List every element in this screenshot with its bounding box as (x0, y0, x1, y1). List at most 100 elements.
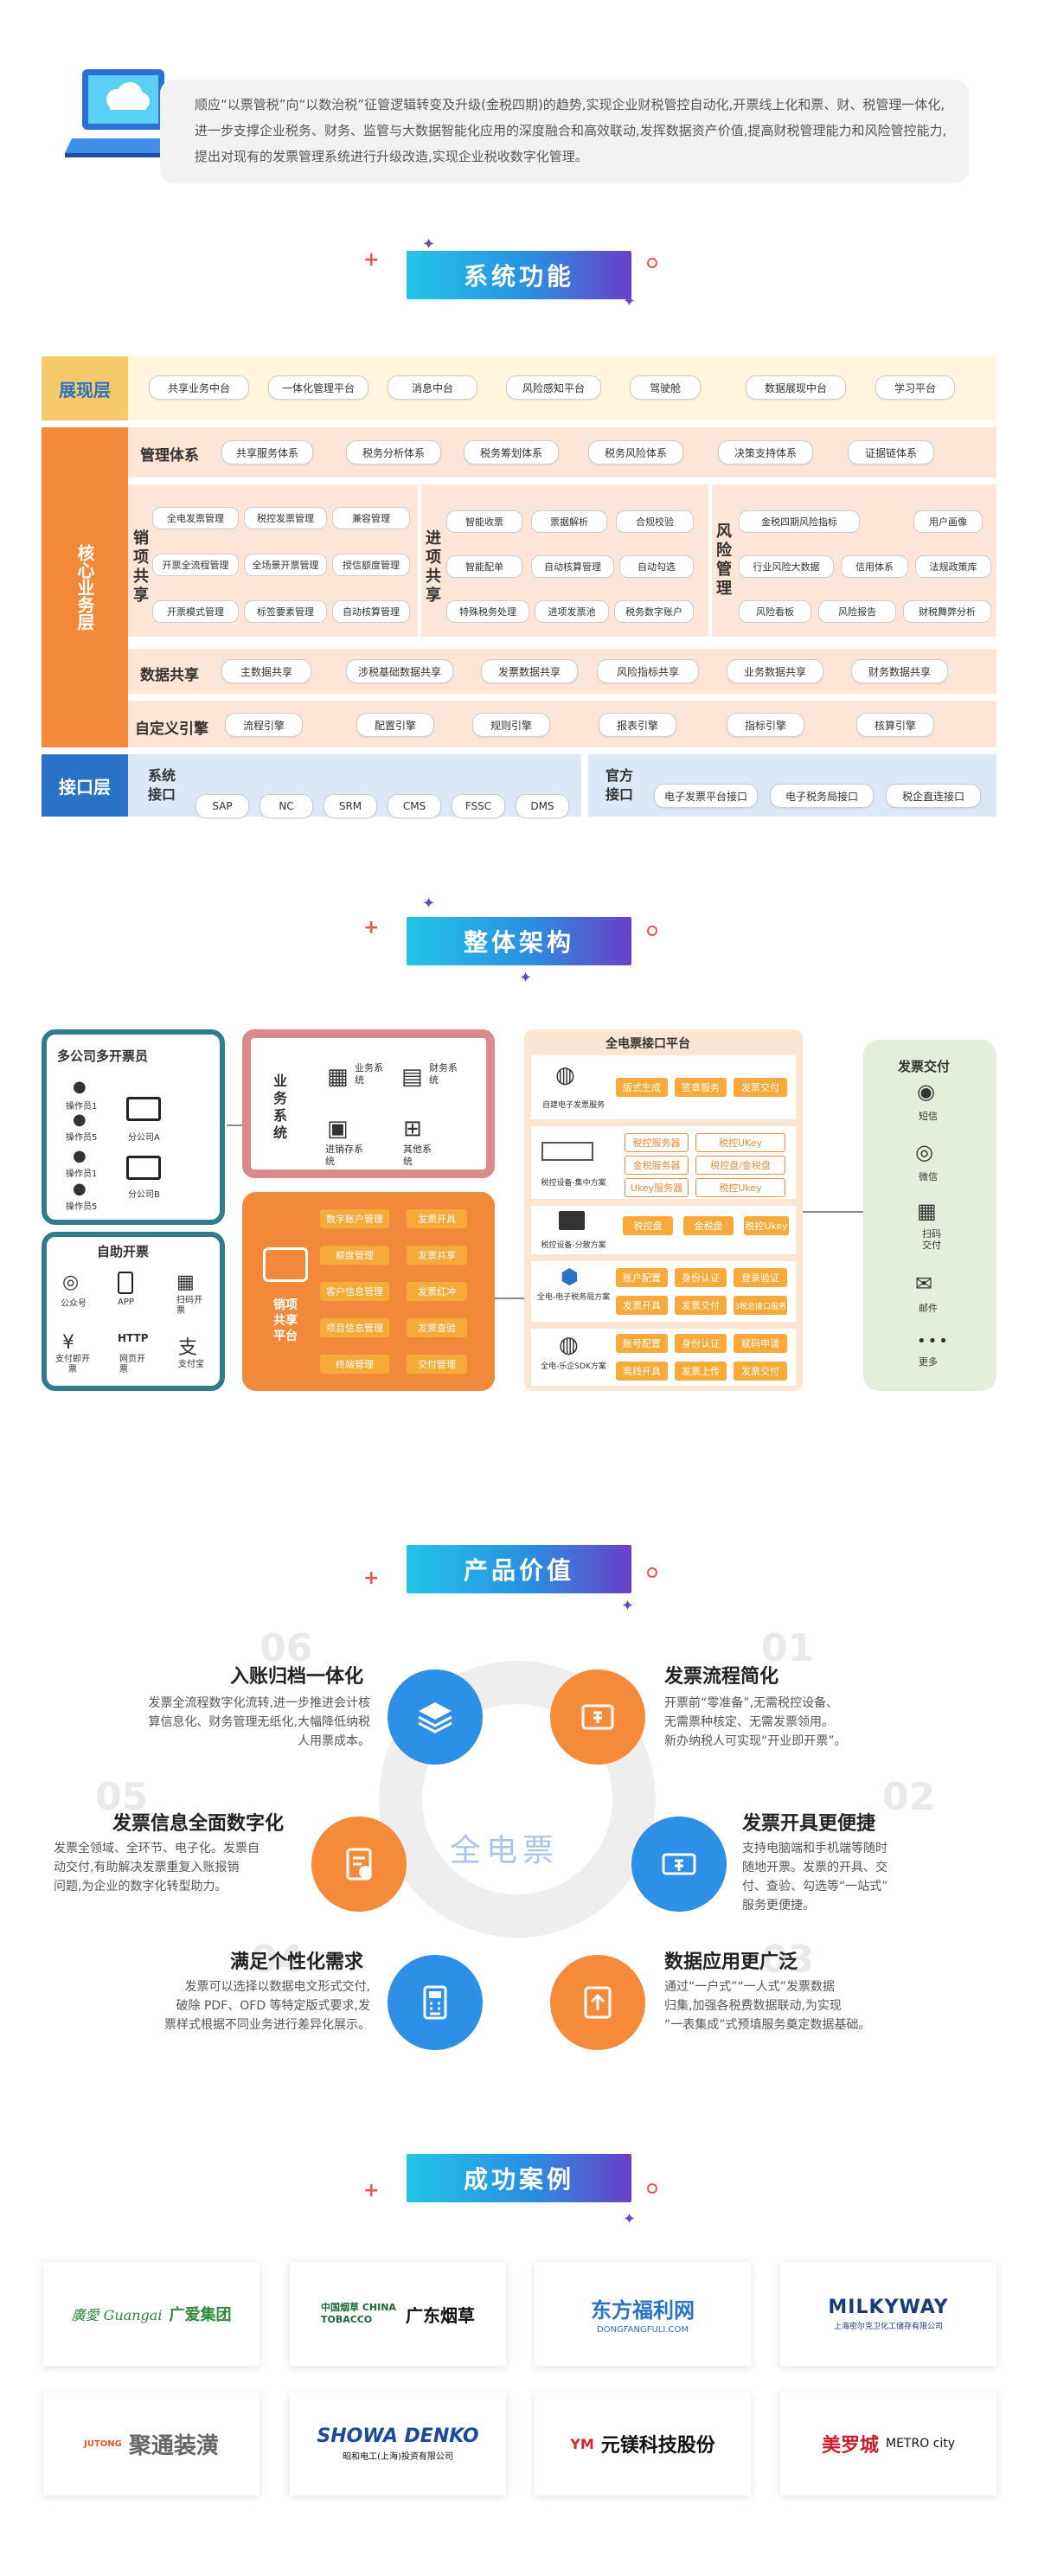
business-item: 进销存系统 (325, 1144, 363, 1167)
calculator-icon (388, 1955, 483, 2050)
value-title: 入账归档一体化 (230, 1666, 364, 1688)
engine-label: 自定义引擎 (135, 721, 208, 738)
ring-decoration (647, 258, 657, 268)
item-risk: 风险看板 (739, 600, 811, 623)
share-tag: 发票开具 (407, 1209, 467, 1228)
item-system-interface: DMS (516, 794, 569, 818)
interface-tag: 签章服务 (675, 1078, 727, 1097)
item-sales: 标签要素管理 (244, 600, 327, 623)
value-center-text: 全电票 (450, 1833, 560, 1868)
server-icon (541, 1142, 593, 1161)
item-shared-business-center: 共享业务中台 (149, 375, 249, 400)
tax-device-icon (559, 1211, 585, 1230)
ring-decoration (647, 2183, 657, 2194)
windows-icon: ⊞ (403, 1116, 422, 1142)
item-sales: 开票模式管理 (152, 600, 239, 623)
presentation-layer-label: 展现层 (59, 379, 111, 400)
share-tag: 客户信息管理 (320, 1282, 389, 1301)
business-item: 业务系统 (355, 1062, 383, 1086)
item-data-share: 财务数据共享 (851, 659, 948, 683)
qr-code-icon: ▦ (176, 1272, 195, 1293)
tax-bureau-icon: ⬢ (561, 1265, 579, 1289)
core-layer-label: 核心业务层 (74, 544, 95, 631)
item-system-interface: SRM (324, 794, 377, 818)
data-share-label: 数据共享 (140, 667, 199, 684)
item-data-share: 发票数据共享 (481, 659, 578, 683)
sales-label: 销项共享 (133, 529, 149, 605)
email-icon: ✉ (915, 1272, 933, 1296)
ring-decoration (647, 1567, 657, 1578)
case-logo-guangai: 廣愛 Guangai 广爱集团 (43, 2262, 260, 2366)
item-risk: 金税四期风险指标 (739, 510, 860, 533)
item-management: 证据链体系 (848, 440, 934, 465)
share-tag: 交付管理 (407, 1355, 467, 1374)
sparkle-icon: ✦ (621, 1597, 635, 1615)
value-desc: 支持电脑端和手机端等随时随地开票。发票的开具、交付、查验、勾选等“一站式”服务更… (742, 1842, 888, 1913)
interface-row-label: 全电-电子税务局方案 (536, 1293, 611, 1302)
sparkle-icon: ✦ (519, 969, 533, 987)
interface-tag: 发票交付 (675, 1296, 727, 1315)
user-icon: ● (73, 1180, 86, 1198)
share-platform-title: 销项共享平台 (273, 1298, 298, 1343)
item-sales: 开票全流程管理 (152, 554, 239, 576)
item-official-interface: 税企直连接口 (886, 784, 981, 808)
item-purchase: 智能收票 (446, 510, 522, 533)
sparkle-icon: ✦ (422, 235, 436, 253)
web-http-icon: HTTP (118, 1332, 149, 1344)
item-purchase: 特殊税务处理 (446, 600, 529, 623)
globe-icon: ◍ (555, 1062, 575, 1088)
interface-layer-label: 接口层 (59, 776, 111, 798)
value-number: 01 (761, 1626, 815, 1670)
interface-tag: 发票交付 (734, 1362, 787, 1381)
item-risk: 行业风险大数据 (739, 555, 834, 578)
plus-decoration: + (363, 1567, 380, 1589)
plus-decoration: + (363, 917, 380, 939)
item-system-interface: CMS (388, 794, 441, 818)
self-service-item: APP (118, 1298, 134, 1307)
item-cockpit: 驾驶舱 (630, 375, 701, 400)
user-icon: ● (73, 1111, 86, 1129)
delivery-item: 微信 (919, 1171, 938, 1182)
value-number: 04 (251, 1938, 304, 1982)
purchase-label: 进项共享 (426, 529, 441, 605)
item-risk: 财税舞弊分析 (903, 600, 991, 623)
interface-tag: 税控Ukey (695, 1178, 785, 1197)
interface-tag: 发票上传 (675, 1362, 727, 1381)
delivery-panel (863, 1040, 996, 1391)
interface-tag: 赋码申请 (734, 1334, 787, 1353)
item-learning-platform: 学习平台 (875, 375, 955, 400)
ticket-icon (550, 1669, 645, 1765)
sparkle-icon: ✦ (422, 894, 436, 913)
sparkle-icon: ✦ (623, 2210, 637, 2228)
item-data-display-center: 数据展现中台 (746, 375, 846, 400)
value-title: 发票信息全面数字化 (112, 1813, 285, 1835)
value-desc: 发票全流程数字化流转,进一步推进会计核算信息化、财务管理无纸化,大幅降低纳税人用… (148, 1696, 370, 1748)
value-desc: 开票前“零准备”,无需税控设备、无需票种核定、无需发票领用。新办纳税人可实现“开… (664, 1696, 847, 1748)
laptop-cloud-illustration (65, 56, 195, 186)
connector-arrow (803, 1211, 863, 1213)
branch-label: 分公司A (128, 1133, 160, 1143)
interface-tag: 金税服务器 (625, 1156, 689, 1175)
multi-company-title: 多公司多开票员 (57, 1048, 149, 1064)
business-system-icon: ▦ (327, 1064, 349, 1090)
item-management: 税务分析体系 (346, 440, 441, 465)
connector-arrow (227, 1125, 242, 1126)
interface-tag: 版式生成 (616, 1078, 668, 1097)
self-service-item: 支付宝 (178, 1360, 204, 1369)
interface-tag: 身份认证 (675, 1334, 727, 1353)
layers-icon (388, 1669, 483, 1765)
interface-tag: 账号配置 (616, 1334, 668, 1353)
invoice-document-icon (311, 1817, 407, 1912)
user-icon: ● (73, 1078, 86, 1096)
case-logo-metrocity: 美罗城 METRO city (780, 2392, 996, 2496)
management-label: 管理体系 (140, 447, 199, 465)
operator-label: 操作员5 (66, 1202, 98, 1212)
item-official-interface: 电子税务局接口 (770, 784, 874, 808)
item-risk: 用户画像 (913, 510, 983, 533)
share-tag: 发票红冲 (407, 1282, 467, 1301)
self-service-item: 网页开票 (119, 1355, 145, 1375)
delivery-item: 更多 (919, 1356, 938, 1368)
item-data-share: 主数据共享 (221, 659, 311, 683)
upload-document-icon (550, 1955, 645, 2050)
item-data-share: 业务数据共享 (727, 659, 823, 683)
